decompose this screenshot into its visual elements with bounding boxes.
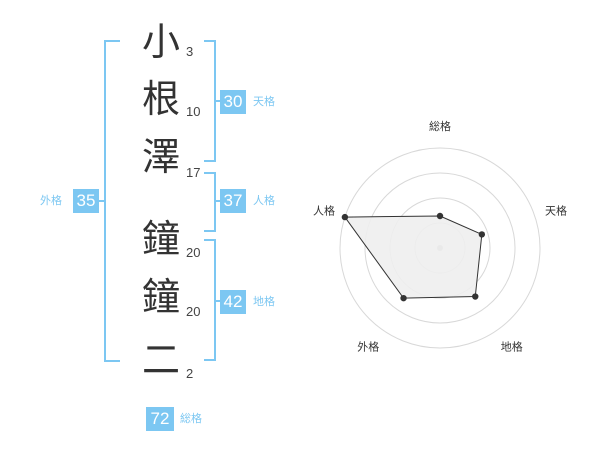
soukaku-label: 総格 xyxy=(180,412,202,425)
radar-axis-label: 天格 xyxy=(545,203,567,217)
radar-point xyxy=(400,294,407,302)
radar-axis-label: 地格 xyxy=(501,340,523,354)
radar-ring xyxy=(339,147,541,349)
stroke-count-6: 2 xyxy=(186,366,194,381)
radar-point xyxy=(436,212,444,220)
radar-point xyxy=(478,231,486,238)
radar-point xyxy=(341,213,349,221)
name-char-4: 鐘 xyxy=(141,217,180,261)
name-char-2: 根 xyxy=(141,77,180,121)
radar-data-polygon xyxy=(343,215,483,299)
tenkaku-value-badge: 30 xyxy=(220,90,246,114)
jinkaku-bracket xyxy=(204,172,216,232)
name-char-1: 小 xyxy=(141,20,180,64)
jinkaku-label: 人格 xyxy=(253,194,275,207)
radar-axis-label: 人格 xyxy=(313,203,335,217)
jinkaku-value-badge: 37 xyxy=(220,189,246,213)
name-char-3: 澤 xyxy=(141,135,180,179)
chikaku-tick xyxy=(214,300,222,302)
chikaku-value-badge: 42 xyxy=(220,290,246,314)
radar-axis-label: 外格 xyxy=(357,340,379,354)
jinkaku-tick xyxy=(214,200,222,202)
stroke-count-1: 3 xyxy=(186,44,194,59)
radar-points xyxy=(341,212,486,302)
tenkaku-label: 天格 xyxy=(253,95,275,108)
stroke-count-5: 20 xyxy=(186,304,201,319)
radar-point xyxy=(472,293,479,300)
stroke-count-3: 17 xyxy=(186,165,201,180)
tenkaku-tick xyxy=(214,100,222,102)
stroke-count-4: 20 xyxy=(186,245,201,260)
gaikaku-tick xyxy=(96,200,104,202)
name-char-5: 鐘 xyxy=(141,275,180,319)
stroke-count-2: 10 xyxy=(186,104,201,119)
gaikaku-bracket xyxy=(104,40,120,362)
gaikaku-value-badge: 35 xyxy=(73,189,99,213)
name-char-6: 二 xyxy=(141,338,180,382)
radar-axis-label: 総格 xyxy=(429,119,451,133)
soukaku-value-badge: 72 xyxy=(146,407,174,431)
gaikaku-label: 外格 xyxy=(40,194,62,207)
radar-ring xyxy=(364,172,516,324)
chikaku-label: 地格 xyxy=(253,295,275,308)
